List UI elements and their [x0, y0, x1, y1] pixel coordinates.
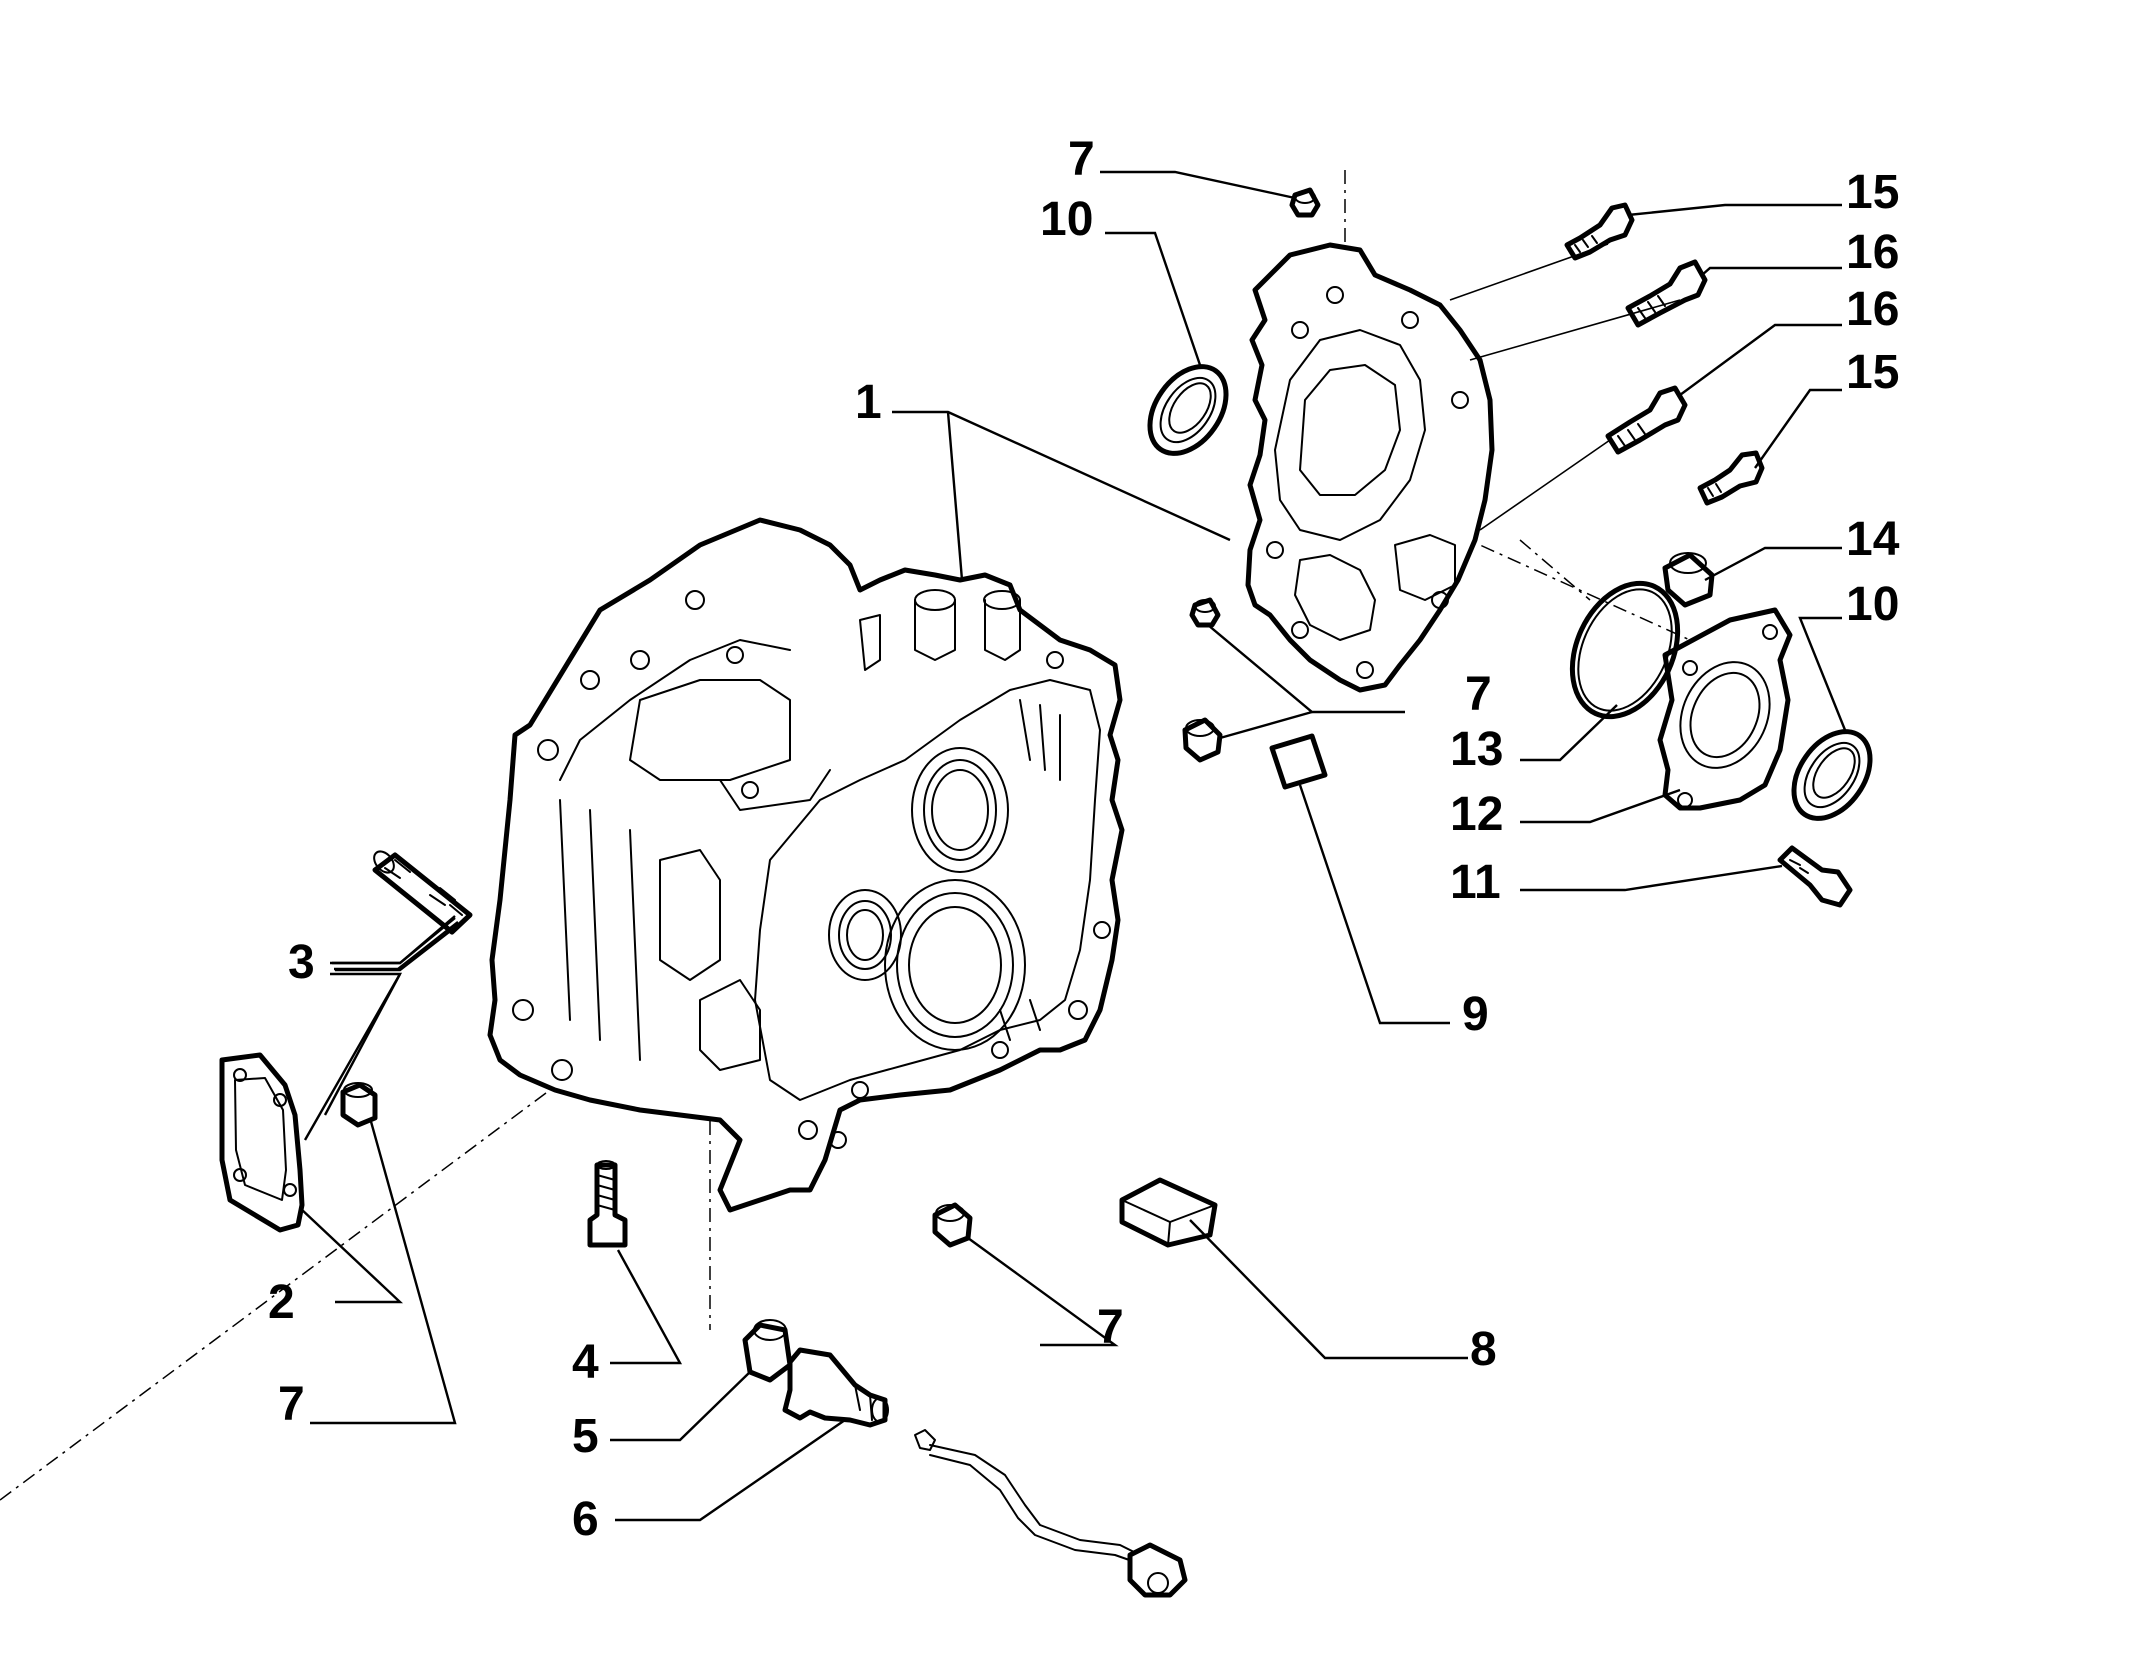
oil-seal [1147, 364, 1229, 456]
callout-10a: 10 [1040, 193, 1093, 246]
dowel-sleeve [932, 1202, 973, 1248]
callout-1: 1 [855, 376, 882, 429]
callout-2: 2 [268, 1276, 295, 1329]
callout-11: 11 [1450, 856, 1501, 909]
flange-screw [1777, 845, 1853, 908]
callout-4: 4 [572, 1336, 599, 1389]
callout-12: 12 [1450, 788, 1503, 841]
speed-sensor [782, 1347, 1188, 1598]
stud-bolt [372, 850, 473, 935]
callout-16a: 16 [1846, 226, 1899, 279]
dowel-sleeve [1182, 717, 1223, 763]
callout-10b: 10 [1846, 578, 1899, 631]
callout-8: 8 [1470, 1323, 1497, 1376]
callout-7d: 7 [278, 1378, 305, 1431]
dowel-sleeve [340, 1082, 378, 1128]
callout-6: 6 [572, 1493, 599, 1546]
gearbox-housing [487, 517, 1125, 1213]
callout-5: 5 [572, 1410, 599, 1463]
callout-7b: 7 [1465, 668, 1492, 721]
o-ring [1569, 580, 1681, 720]
housing-bolt-holes [512, 590, 1111, 1149]
oil-seal [1791, 729, 1873, 821]
callout-13: 13 [1450, 723, 1503, 776]
callout-9: 9 [1462, 988, 1489, 1041]
dowel-sleeves [340, 187, 1321, 1248]
inspection-cover-plate [219, 1052, 305, 1233]
small-plate [1269, 733, 1328, 790]
rear-cover [1245, 242, 1495, 693]
callout-labels: 1 2 3 4 5 6 7 7 7 7 8 9 10 10 11 12 13 1… [268, 133, 1900, 1546]
leader-lines [299, 170, 1847, 1522]
callout-15a: 15 [1846, 166, 1899, 219]
screw [1605, 385, 1688, 455]
screw [1625, 259, 1708, 328]
callout-16b: 16 [1846, 283, 1899, 336]
callout-15b: 15 [1846, 346, 1899, 399]
sleeve [1662, 552, 1715, 608]
callout-14: 14 [1846, 513, 1900, 566]
flange-bolt [587, 1160, 628, 1248]
magnet-pad [1119, 1177, 1218, 1248]
screw [1564, 202, 1635, 261]
callout-3: 3 [288, 936, 315, 989]
dowel-sleeve [1189, 597, 1221, 628]
bearing-flange [1657, 607, 1793, 811]
dowel-sleeve [1289, 187, 1321, 218]
callout-7a: 7 [1068, 133, 1095, 186]
screw [1697, 450, 1765, 506]
callout-7c: 7 [1097, 1301, 1124, 1354]
